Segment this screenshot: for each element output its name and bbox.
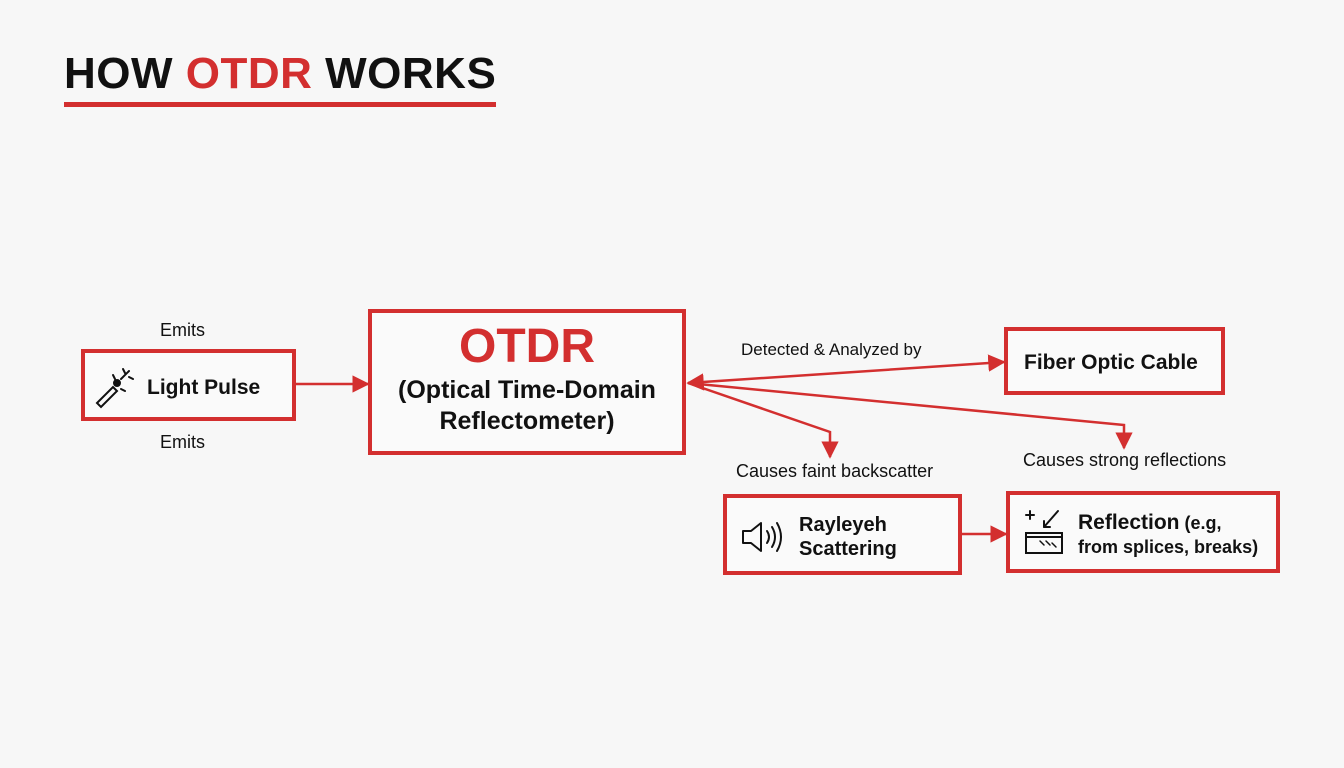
node-otdr-line2: Reflectometer)	[439, 407, 615, 435]
title-word-otdr: OTDR	[185, 49, 313, 98]
edge-label-emits-top: Emits	[160, 320, 205, 340]
arrow-otdr-to-fiber	[686, 354, 1006, 391]
edge-label-detected: Detected & Analyzed by	[741, 340, 922, 359]
node-reflection-line1: Reflection (e.g,	[1078, 511, 1222, 535]
reflection-icon	[1025, 510, 1063, 554]
edge-label-backscatter: Causes faint backscatter	[736, 461, 934, 481]
edge-label-reflections: Causes strong reflections	[1023, 450, 1227, 470]
node-reflection: Reflection (e.g, from splices, breaks)	[1006, 491, 1280, 573]
node-otdr-title: OTDR	[459, 320, 595, 373]
node-light-pulse-label: Light Pulse	[147, 376, 261, 399]
arrow-otdr-to-reflection	[687, 381, 1133, 450]
speaker-icon	[742, 522, 782, 552]
node-fiber-optic-cable: Fiber Optic Cable	[1004, 327, 1225, 395]
node-fiber-label: Fiber Optic Cable	[1024, 351, 1198, 374]
node-rayleigh-line1: Rayleyeh	[799, 514, 887, 536]
laser-icon	[95, 368, 134, 409]
arrow-otdr-to-rayleigh	[687, 381, 839, 459]
node-reflection-line2: from splices, breaks)	[1078, 537, 1259, 557]
page-title: HOW OTDR WORKS	[64, 49, 497, 107]
node-otdr-line1: (Optical Time-Domain	[398, 376, 656, 404]
node-reflection-label-rest: (e.g,	[1184, 513, 1222, 533]
node-rayleigh-scattering: Rayleyeh Scattering	[723, 494, 962, 575]
node-rayleigh-line2: Scattering	[799, 538, 897, 560]
title-word-works: WORKS	[325, 49, 497, 98]
edge-label-emits-bottom: Emits	[160, 432, 205, 452]
title-word-how: HOW	[64, 49, 174, 98]
node-light-pulse: Light Pulse	[81, 349, 296, 421]
node-reflection-label-bold: Reflection	[1078, 511, 1180, 534]
node-otdr: OTDR (Optical Time-Domain Reflectometer)	[368, 309, 686, 455]
